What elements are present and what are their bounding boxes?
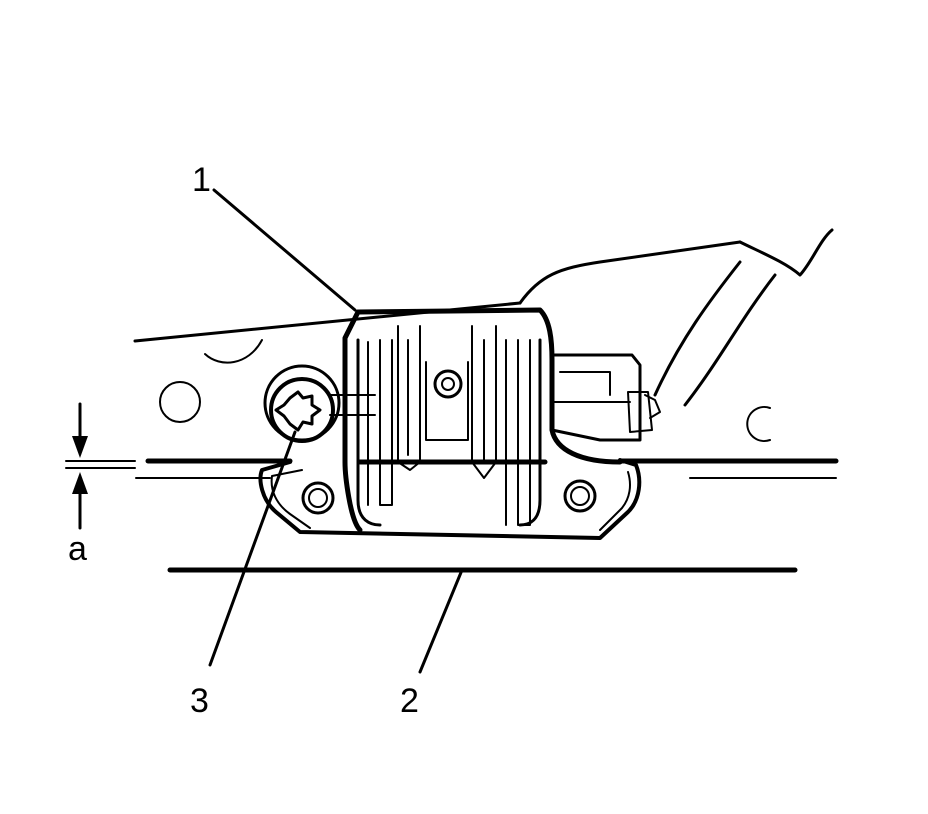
panel-hole-right — [746, 406, 771, 442]
arrow-down-icon — [72, 436, 88, 458]
arrow-up-icon — [72, 472, 88, 494]
latch-housing — [342, 307, 642, 533]
callout-2: 2 — [400, 682, 419, 720]
callout-a: a — [68, 530, 87, 568]
leader-line-2 — [418, 568, 464, 674]
release-cable — [627, 260, 777, 433]
leader-lines — [208, 188, 464, 674]
reference-lines — [65, 458, 839, 479]
mounting-hole-right — [563, 479, 597, 513]
torx-icon — [274, 390, 322, 432]
panel-hole-left — [159, 381, 201, 423]
center-rivet — [433, 369, 463, 399]
leader-line-1 — [212, 188, 357, 312]
callout-1: 1 — [192, 161, 211, 199]
mounting-hole-left — [301, 481, 335, 515]
torx-bolt — [263, 364, 376, 443]
leader-line-3 — [208, 430, 297, 667]
dimension-a-arrows — [72, 402, 88, 530]
callout-3: 3 — [190, 682, 209, 720]
latch-mounting-plate — [258, 458, 642, 540]
